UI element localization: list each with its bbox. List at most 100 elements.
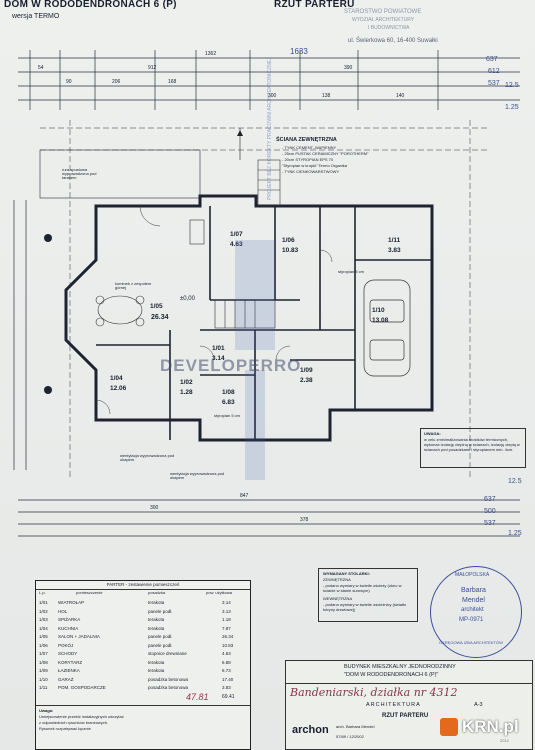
level-mark: ±0,00	[180, 296, 195, 302]
table-cell-no: 1/07	[39, 651, 48, 656]
table-row: 1/07 SCHODY stopnice drewniane 4.63	[36, 650, 250, 659]
table-cell-name: KUCHNIA	[58, 625, 79, 631]
table-cell-area: 26.34	[222, 634, 234, 639]
table-cell-area: 3.83	[222, 685, 231, 690]
table-cell-name: POM. GOSPODARCZE	[58, 685, 106, 690]
table-cell-area: 6.73	[222, 668, 231, 673]
table-cell-name: SCHODY	[58, 651, 78, 656]
developer-logo	[235, 240, 275, 480]
chimney-label: rura spustowa wyprowadzona pod tarasem	[62, 167, 97, 180]
room-code: 1/09	[300, 367, 313, 374]
table-cell-area: 3.14	[222, 600, 231, 605]
insulation-label-2: styropian 5 cm	[214, 413, 241, 418]
table-cell-floor: stopnice drewniane	[148, 651, 187, 656]
fireplace-label: kominek z zespołem górnej	[115, 281, 152, 290]
table-cell-no: 1/06	[39, 642, 48, 648]
table-cell-floor: terakota	[148, 617, 165, 622]
table-cell-area: 3.13	[222, 608, 231, 614]
room-code: 1/08	[222, 389, 235, 396]
sheet-title: RZUT PARTERU	[274, 0, 355, 10]
table-cell-name: WIATROŁAP	[58, 600, 85, 605]
table-cell-floor: terakota	[148, 625, 165, 631]
table-row: 1/02 HOL panele podł. 3.13	[36, 608, 250, 617]
table-cell-area: 4.63	[222, 651, 231, 656]
room-code: 1/02	[180, 379, 193, 386]
handwritten-total: 47.81	[186, 692, 209, 702]
table-row: 1/09 ŁAZIENKA terakota 6.73	[36, 667, 250, 676]
table-cell-no: 1/02	[39, 608, 48, 614]
table-title: PARTER - zestawienie pomieszczeń	[36, 581, 250, 590]
table-cell-floor: terakota	[148, 659, 165, 665]
room-area: 2.38	[300, 377, 313, 384]
table-cell-floor: terakota	[148, 600, 165, 605]
table-cell-floor: posadzka betonowa	[148, 676, 189, 682]
table-row: 1/01 WIATROŁAP terakota 3.14	[36, 599, 250, 608]
room-code: 1/01	[212, 345, 225, 352]
table-cell-name: HOL	[58, 608, 68, 614]
table-cell-no: 1/04	[39, 625, 48, 631]
room-area: 6.83	[222, 399, 235, 406]
room-code: 1/10	[372, 307, 385, 314]
table-cell-floor: panele podł.	[148, 642, 173, 648]
table-row: 1/10 GARAŻ posadzka betonowa 17.40	[36, 676, 250, 685]
vent-label-2: wentylacja wyprowadzona pod okapem	[170, 471, 225, 480]
table-row: 1/08 KORYTARZ terakota 6.88	[36, 659, 250, 668]
table-cell-no: 1/05	[39, 634, 48, 639]
table-row: 1/03 SPIŻARKA terakota 1.18	[36, 616, 250, 625]
room-area: 10.83	[282, 247, 299, 254]
thermal-note: UWAGA: w celu zminimalizowania mostków t…	[420, 428, 526, 468]
total-area: 69.41	[222, 694, 235, 700]
project-title: DOM W RODODENDRONACH 6 (P)	[4, 0, 177, 10]
room-code: 1/05	[150, 303, 163, 310]
watermark-text: DEVELOPERRO	[160, 356, 302, 375]
table-cell-no: 1/09	[39, 668, 48, 673]
table-cell-floor: terakota	[148, 668, 165, 673]
table-cell-name: ŁAZIENKA	[58, 668, 80, 673]
room-code: 1/11	[388, 237, 401, 244]
room-area: 1.28	[180, 389, 193, 396]
table-cell-name: SPIŻARKA	[58, 617, 81, 622]
table-cell-floor: panele podł.	[148, 634, 173, 639]
table-cell-name: POKÓJ	[58, 642, 74, 648]
room-code: 1/06	[282, 237, 295, 244]
table-row: 1/04 KUCHNIA terakota 7.87	[36, 625, 250, 634]
table-cell-area: 6.88	[222, 659, 231, 665]
table-cell-area: 17.40	[222, 676, 234, 682]
title-block: BUDYNEK MIESZKALNY JEDNORODZINNY "DOM W …	[285, 660, 533, 750]
room-code: 1/07	[230, 231, 243, 238]
room-area: 3.14	[212, 355, 225, 362]
table-cell-floor: posadzka betonowa	[148, 685, 189, 690]
vent-label: wentylacja wyprowadzona pod okapem	[120, 453, 175, 462]
table-cell-name: GARAŻ	[58, 676, 74, 682]
handwritten-plot: Bandeniarski, działka nr 4312	[290, 686, 458, 699]
room-area: 12.06	[110, 385, 127, 392]
room-area: 3.83	[388, 247, 401, 254]
table-cell-area: 10.83	[222, 642, 234, 648]
table-cell-name: SALON + JADALNIA	[58, 634, 100, 639]
table-cell-area: 7.87	[222, 625, 231, 631]
site-watermark: KRN.pl	[440, 712, 530, 742]
room-schedule-table: PARTER - zestawienie pomieszczeń L.p. po…	[35, 580, 251, 750]
floor-plan	[13, 50, 520, 537]
insulation-label: styropian 5 cm	[338, 269, 365, 274]
table-cell-no: 1/08	[39, 659, 48, 665]
table-cell-name: KORYTARZ	[58, 659, 83, 665]
room-area: 26.34	[151, 314, 169, 321]
table-cell-no: 1/11	[39, 685, 48, 690]
table-row: 1/11 POM. GOSPODARCZE posadzka betonowa 3.8…	[36, 684, 250, 693]
table-cell-area: 1.18	[222, 617, 231, 622]
archon-logo: archon	[292, 724, 329, 736]
room-area: 4.63	[230, 241, 243, 249]
variant-label: wersja TERMO	[12, 13, 60, 20]
room-area: 13.08	[372, 317, 389, 324]
table-row: 1/06 POKÓJ panele podł. 10.83	[36, 642, 250, 651]
table-cell-floor: panele podł.	[148, 608, 173, 614]
table-row: 1/05 SALON + JADALNIA panele podł. 26.34	[36, 633, 250, 642]
vertical-watermark: PROJEKT BEZ KOREKTY PRACOWNI ARCHITEKTON…	[267, 57, 273, 200]
room-code: 1/04	[110, 375, 123, 382]
table-cell-no: 1/03	[39, 617, 48, 622]
table-cell-no: 1/10	[39, 676, 48, 682]
table-cell-no: 1/01	[39, 600, 48, 605]
joinery-requirements: WYMAGANY STOLARKI: ZEWNĘTRZNA - podano w…	[318, 568, 418, 622]
